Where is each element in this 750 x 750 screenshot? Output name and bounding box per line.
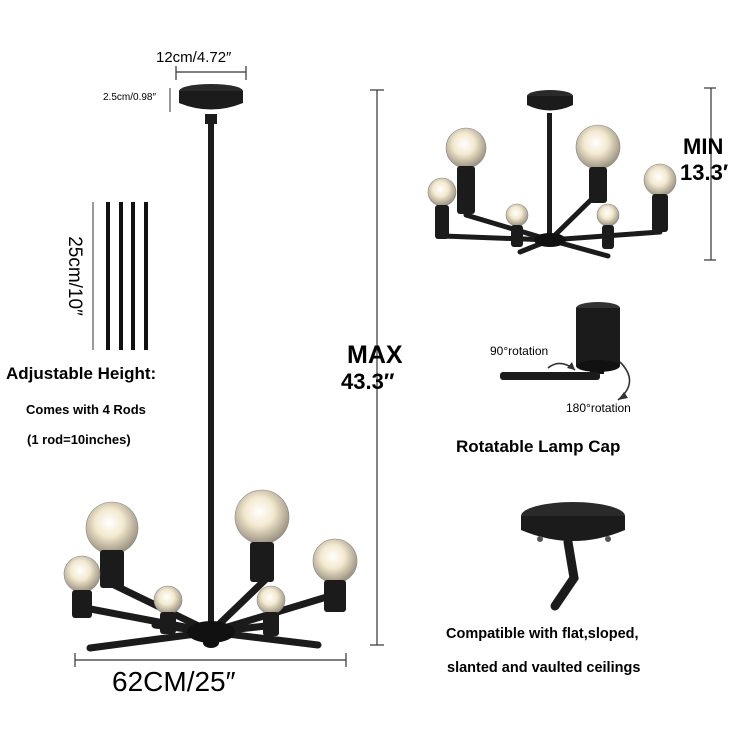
sloped-ceiling-canopy [521, 502, 625, 611]
min-height-value: 13.3′ [680, 160, 729, 185]
rotatable-lamp-cap-title: Rotatable Lamp Cap [456, 437, 621, 456]
adjustable-height-title: Adjustable Height: [6, 364, 157, 383]
max-height-label: MAX [347, 341, 403, 369]
canopy-width-bracket [175, 66, 247, 80]
rotation-180-label: 180°rotation [566, 401, 631, 415]
rotatable-lamp-cap [500, 302, 631, 401]
min-height-chandelier [427, 90, 677, 259]
rod-length-label: 25cm/10″ [64, 236, 85, 316]
bulb-right [312, 538, 358, 612]
min-height-bracket [704, 87, 716, 261]
diameter-label: 62CM/25″ [112, 666, 236, 697]
max-height-value: 43.3″ [341, 369, 395, 394]
extension-rods [106, 202, 148, 350]
canopy-width-label: 12cm/4.72″ [156, 49, 232, 66]
compatible-ceilings-line2: slanted and vaulted ceilings [447, 660, 641, 676]
rod-length-note: (1 rod=10inches) [27, 432, 131, 447]
rotation-90-label: 90°rotation [490, 344, 549, 358]
bulb-back-left [85, 501, 139, 588]
max-height-bracket [370, 89, 384, 646]
stem-rod [208, 122, 214, 627]
bulb-back-right [234, 489, 290, 582]
diameter-bracket [74, 653, 347, 667]
compatible-ceilings-line1: Compatible with flat,sloped, [446, 626, 639, 642]
rods-included-text: Comes with 4 Rods [26, 402, 146, 417]
bulb-left [63, 555, 101, 618]
main-chandelier [63, 66, 358, 667]
canopy-height-label: 2.5cm/0.98″ [103, 92, 157, 103]
bulb-front-left [153, 585, 183, 634]
min-height-label: MIN [683, 134, 724, 159]
bulb-front-right [256, 585, 286, 636]
